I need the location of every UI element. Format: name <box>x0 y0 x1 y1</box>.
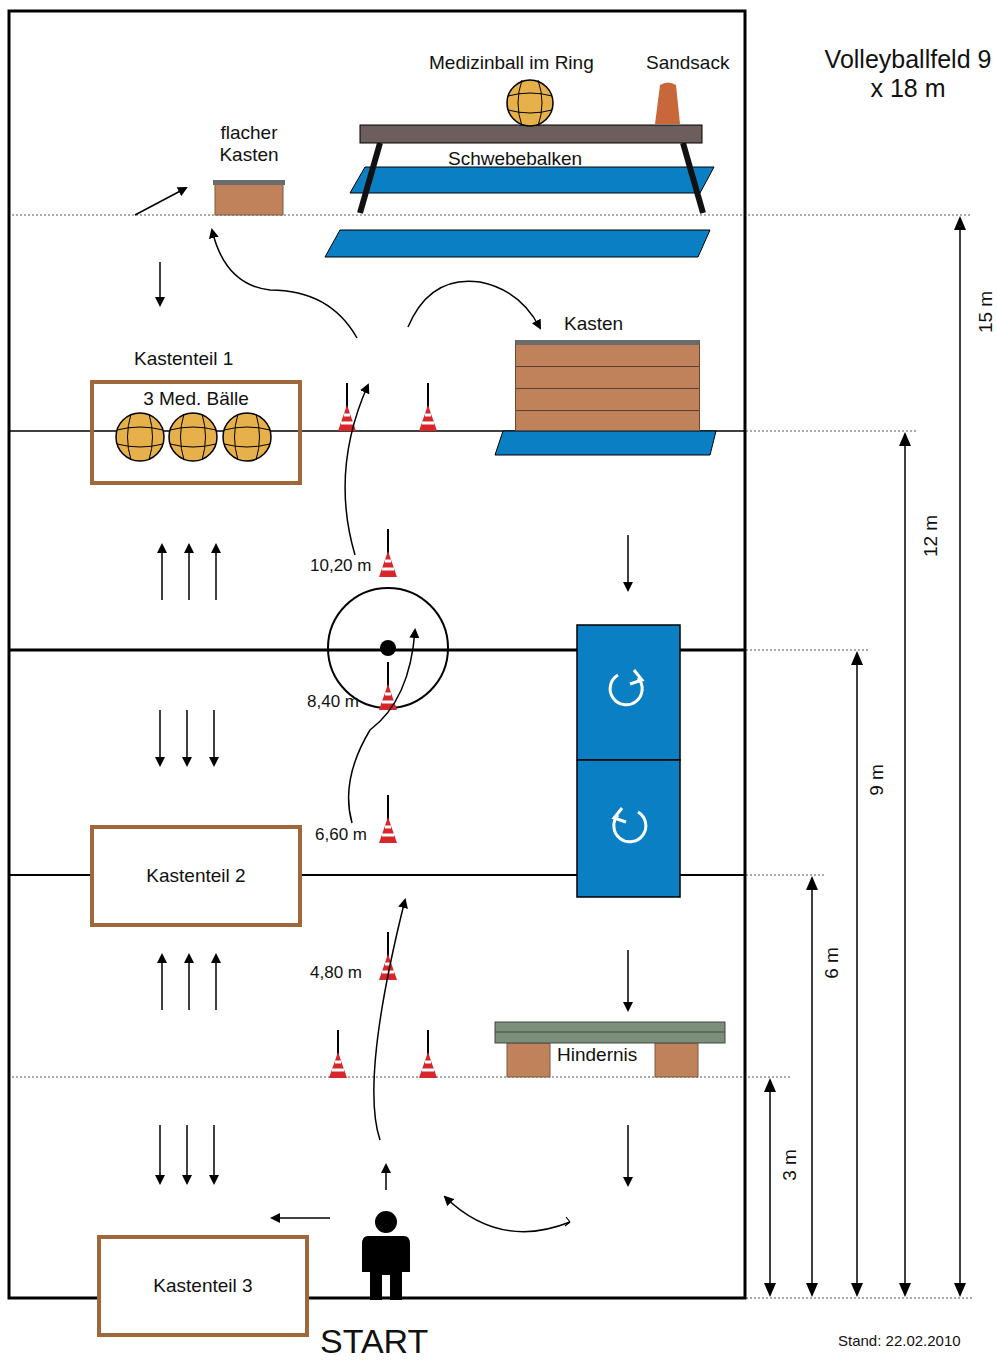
equipment-label: Hindernis <box>555 1044 639 1066</box>
dimension-label: 3 m <box>778 1147 802 1183</box>
dimension-label: 6 m <box>820 945 844 981</box>
annotation-label: 4,80 m <box>309 963 363 983</box>
equipment-label: Kastenteil 3 <box>101 1275 305 1297</box>
dimension-label: 12 m <box>919 513 943 559</box>
annotation-label: Stand: 22.02.2010 <box>838 1332 961 1349</box>
equipment-box: Kastenteil 3 <box>97 1235 309 1337</box>
annotation-label: Sandsack <box>645 52 730 74</box>
equipment-label: Kastenteil 2 <box>94 865 298 887</box>
annotation-label: Medizinball im Ring <box>428 52 595 74</box>
annotation-label: 6,60 m <box>314 825 368 845</box>
annotation-label: Schwebebalken <box>447 148 583 170</box>
equipment-label: Kasten <box>564 313 623 335</box>
equipment-box: Kastenteil 13 Med. Bälle <box>90 380 302 485</box>
equipment-box: Kasten <box>515 340 700 431</box>
equipment-box: Hindernis <box>495 1022 725 1077</box>
equipment-label: Kastenteil 1 <box>134 348 233 370</box>
annotation-label: START <box>320 1322 428 1361</box>
dimension-label: 9 m <box>865 762 889 798</box>
dimension-label: 15 m <box>974 289 997 335</box>
equipment-box: flacher Kasten <box>213 180 285 215</box>
annotation-label: Volleyballfeld 9 x 18 m <box>823 45 993 103</box>
annotation-label: 8,40 m <box>306 692 360 712</box>
equipment-label: flacher Kasten <box>203 122 295 166</box>
equipment-box: Kastenteil 2 <box>90 825 302 927</box>
equipment-label: 3 Med. Bälle <box>94 388 298 410</box>
annotation-label: 10,20 m <box>309 556 372 576</box>
